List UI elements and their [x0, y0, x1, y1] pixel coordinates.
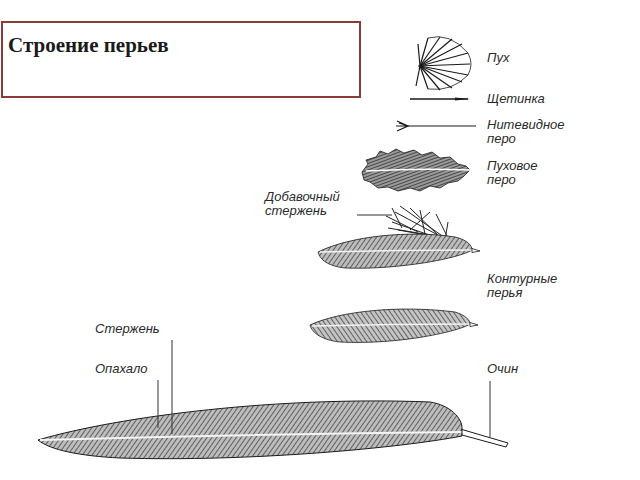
flight-feather-quill: [462, 430, 508, 448]
flight-feather-shaft: [40, 432, 462, 440]
filoplume-tuft: [396, 121, 408, 131]
plumule-shaft: [366, 169, 478, 171]
contour-shaft: [312, 324, 470, 326]
part-label: Стержень: [95, 322, 175, 336]
part-label: Нитевидное перо: [487, 118, 577, 145]
part-label: Добавочный стержень: [265, 190, 355, 217]
leader-line: [357, 215, 392, 216]
contour-feather: [310, 309, 470, 342]
contour-shaft: [320, 250, 472, 252]
part-label: Щетинка: [487, 92, 587, 106]
part-label: Пух: [487, 51, 587, 65]
down-feather: [416, 37, 471, 90]
contour-feather: [318, 234, 472, 268]
filoplume-shaft: [405, 125, 476, 126]
contour-quill: [472, 249, 480, 253]
leader-line: [158, 380, 159, 428]
part-label: Пуховое перо: [487, 159, 549, 186]
leader-line: [172, 340, 173, 434]
page-title: Строение перьев: [8, 33, 169, 58]
part-label: Опахало: [95, 362, 175, 376]
title-frame: [2, 22, 360, 97]
contour-quill: [470, 323, 478, 327]
part-label: Очин: [487, 362, 567, 376]
bristle-tip: [455, 98, 470, 101]
part-label: Контурные перья: [487, 272, 579, 299]
leader-line: [490, 381, 491, 437]
flight-feather-vane: [38, 401, 462, 459]
